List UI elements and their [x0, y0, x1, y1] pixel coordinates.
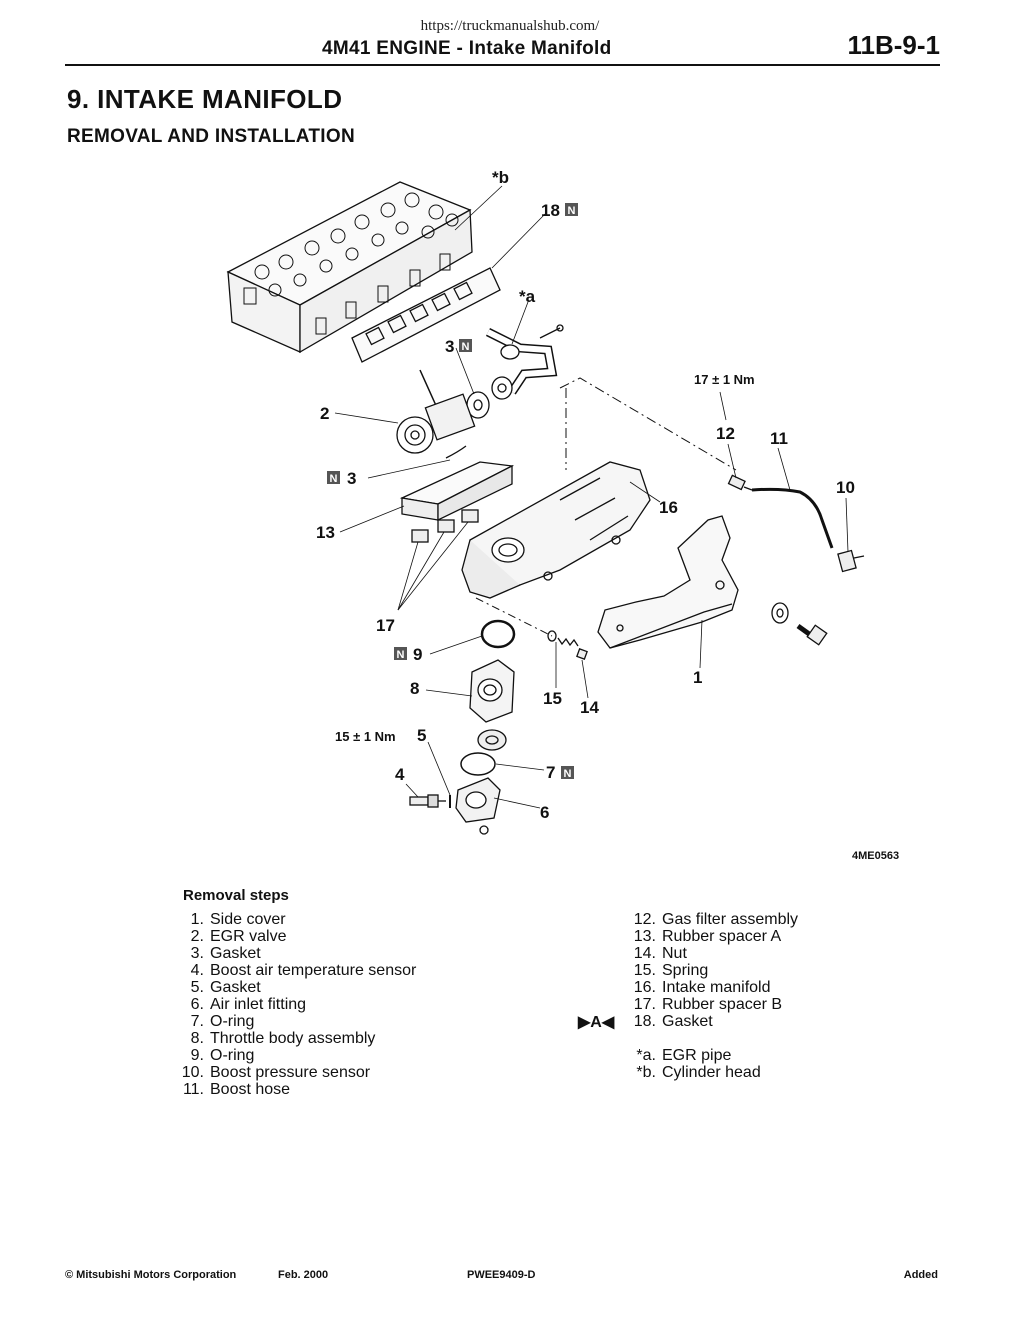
boost-air-temperature-sensor-drawing — [409, 794, 446, 808]
callout-9: 9 — [413, 645, 422, 664]
callout-3: 3 — [347, 469, 356, 488]
callout-17: 17 — [376, 616, 395, 635]
callout-3-upper: 3 — [445, 337, 454, 356]
footer-date: Feb. 2000 — [278, 1269, 329, 1281]
list-item: 11.Boost hose — [182, 1081, 291, 1098]
new-part-badge — [327, 471, 340, 484]
list-item-spacer — [622, 1030, 798, 1047]
header-rule — [65, 64, 940, 66]
svg-text:N: N — [568, 205, 576, 217]
source-url: https://truckmanualshub.com/ — [420, 18, 600, 34]
callout-16: 16 — [659, 498, 678, 517]
new-part-badge — [394, 647, 407, 660]
washer-drawing — [771, 602, 789, 624]
torque-spec-upper: 17 ± 1 Nm — [694, 372, 755, 387]
list-item: 14.Nut — [633, 945, 687, 962]
egr-valve-drawing — [396, 369, 476, 459]
callout-12: 12 — [716, 424, 735, 443]
removal-steps-left: 1.Side cover 2.EGR valve 3.Gasket 4.Boos… — [170, 911, 417, 1098]
removal-steps-title: Removal steps — [183, 887, 289, 904]
exploded-diagram: *b 18 N *a 3 N 2 N 3 13 17 N 9 8 15 ± 1 … — [226, 168, 899, 862]
torque-spec-lower: 15 ± 1 Nm — [335, 729, 396, 744]
footer-status: Added — [903, 1269, 938, 1281]
new-part-badge — [459, 339, 472, 352]
callout-2: 2 — [320, 404, 329, 423]
running-header-title: 4M41 ENGINE - Intake Manifold — [322, 38, 612, 59]
o-ring-lower-drawing — [460, 752, 496, 776]
section-title: 9. INTAKE MANIFOLD — [67, 84, 343, 114]
list-item: 13.Rubber spacer A — [633, 928, 782, 945]
list-item: *b.Cylinder head — [636, 1064, 761, 1081]
egr-pipe-drawing — [485, 324, 564, 395]
list-item: 7.O-ring — [190, 1013, 255, 1030]
nut-drawing — [576, 648, 588, 660]
new-part-badge — [561, 766, 574, 779]
list-item: 10.Boost pressure sensor — [181, 1064, 371, 1081]
page-number: 11B-9-1 — [847, 30, 941, 60]
callout-13: 13 — [316, 523, 335, 542]
side-cover-drawing — [597, 515, 739, 649]
list-item: 16.Intake manifold — [633, 979, 771, 996]
callout-11: 11 — [770, 429, 788, 448]
rubber-spacer-b-drawing — [411, 509, 479, 543]
callout-b: *b — [492, 168, 509, 187]
list-item: 6.Air inlet fitting — [190, 996, 307, 1013]
callout-15: 15 — [543, 689, 562, 708]
svg-text:N: N — [397, 649, 405, 661]
callout-1: 1 — [693, 668, 702, 687]
callout-6: 6 — [540, 803, 549, 822]
list-item: 5.Gasket — [190, 979, 261, 996]
list-item: 9.O-ring — [190, 1047, 255, 1064]
cylinder-head-drawing — [226, 181, 473, 354]
callout-14: 14 — [580, 698, 599, 717]
list-item: 3.Gasket — [190, 945, 261, 962]
list-item: 1.Side cover — [190, 911, 286, 928]
removal-steps-right: 12.Gas filter assembly 13.Rubber spacer … — [622, 911, 798, 1081]
callout-4: 4 — [395, 765, 405, 784]
list-item: 15.Spring — [633, 962, 709, 979]
manifold-gasket-drawing — [351, 267, 501, 363]
bolt-drawing — [796, 623, 828, 646]
throttle-body-drawing — [469, 659, 515, 751]
footer-code: PWEE9409-D — [467, 1269, 536, 1281]
new-part-badge — [565, 203, 578, 216]
footer-copyright: © Mitsubishi Motors Corporation — [65, 1269, 237, 1281]
list-item: 18.Gasket — [633, 1013, 713, 1030]
list-item: 8.Throttle body assembly — [190, 1030, 376, 1047]
figure-id: 4ME0563 — [852, 850, 899, 862]
callout-18: 18 — [541, 201, 560, 220]
spring-drawing — [547, 630, 579, 647]
o-ring-upper-drawing — [480, 619, 516, 649]
gas-filter-drawing — [727, 474, 753, 491]
list-item: *a.EGR pipe — [636, 1047, 732, 1064]
boost-hose-drawing — [751, 487, 834, 549]
svg-text:N: N — [330, 473, 338, 485]
list-item: 2.EGR valve — [190, 928, 287, 945]
svg-text:N: N — [564, 768, 572, 780]
rubber-spacer-a-drawing — [399, 461, 515, 522]
callout-7: 7 — [546, 763, 555, 782]
callout-5: 5 — [417, 726, 426, 745]
installation-mark-a: ▶A◀ — [578, 1014, 615, 1031]
section-subtitle: REMOVAL AND INSTALLATION — [67, 126, 355, 147]
list-item: 4.Boost air temperature sensor — [190, 962, 417, 979]
callout-8: 8 — [410, 679, 419, 698]
callout-a: *a — [519, 287, 536, 306]
svg-text:N: N — [462, 341, 470, 353]
list-item: 12.Gas filter assembly — [633, 911, 799, 928]
callout-10: 10 — [836, 478, 855, 497]
boost-pressure-sensor-drawing — [837, 549, 865, 573]
air-inlet-fitting-drawing — [455, 777, 501, 835]
list-item: 17.Rubber spacer B — [633, 996, 783, 1013]
intake-manifold-drawing — [461, 461, 651, 599]
